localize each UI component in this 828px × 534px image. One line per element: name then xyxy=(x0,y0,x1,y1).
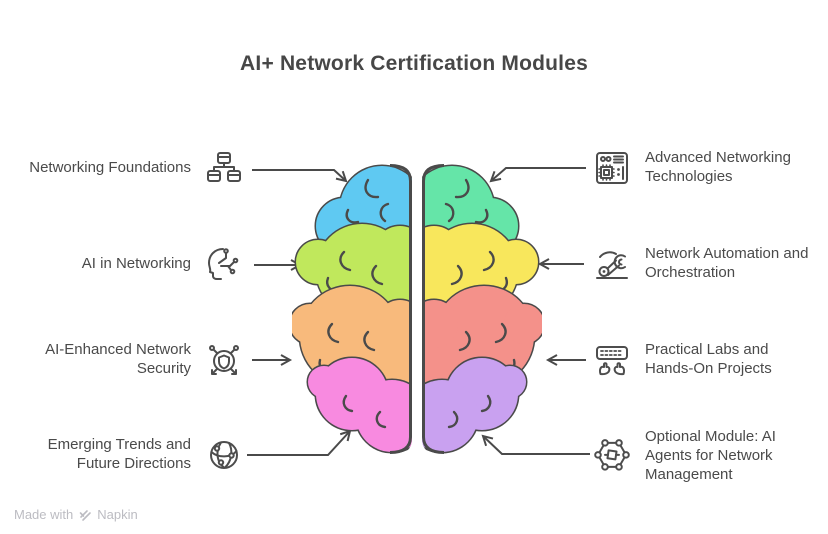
napkin-logo-icon xyxy=(79,509,92,521)
module-label: Emerging Trends and Future Directions xyxy=(47,436,191,472)
module-row-networking-foundations: Networking Foundations xyxy=(0,148,244,188)
made-with-napkin-credit: Made with Napkin xyxy=(14,507,138,522)
module-label: AI-Enhanced Network Security xyxy=(45,341,191,377)
module-row-optional-module: Optional Module: AI Agents for Network M… xyxy=(592,428,828,484)
module-label: Optional Module: AI Agents for Network M… xyxy=(645,427,776,483)
made-with-text: Made with xyxy=(14,507,74,522)
module-label: Practical Labs and Hands-On Projects xyxy=(645,341,772,377)
robot-arm-icon xyxy=(592,244,632,284)
ai-head-icon xyxy=(204,244,244,284)
brain-left-midline xyxy=(389,164,412,454)
network-topology-icon xyxy=(204,148,244,188)
module-row-network-automation: Network Automation and Orchestration xyxy=(592,244,828,284)
hex-network-icon xyxy=(592,436,632,476)
module-row-ai-enhanced-security: AI-Enhanced Network Security xyxy=(0,340,244,380)
security-network-icon xyxy=(204,340,244,380)
module-row-emerging-trends: Emerging Trends and Future Directions xyxy=(0,435,244,475)
brain-right-hemisphere xyxy=(422,164,542,454)
keyboard-hands-icon xyxy=(592,340,632,380)
module-label: AI in Networking xyxy=(81,254,191,272)
globe-network-icon xyxy=(204,435,244,475)
module-row-advanced-networking: Advanced Networking Technologies xyxy=(592,148,828,188)
module-label: Advanced Networking Technologies xyxy=(645,149,791,185)
module-row-ai-in-networking: AI in Networking xyxy=(0,244,244,284)
brain-region-right-lower xyxy=(422,284,542,398)
page-title: AI+ Network Certification Modules xyxy=(240,52,588,75)
brain-illustration xyxy=(292,164,542,454)
module-row-practical-labs: Practical Labs and Hands-On Projects xyxy=(592,340,828,380)
module-label: Networking Foundations xyxy=(29,158,191,176)
napkin-brand-text: Napkin xyxy=(97,507,138,522)
circuit-board-icon xyxy=(592,148,632,188)
brain-right-midline xyxy=(422,164,445,454)
module-label: Network Automation and Orchestration xyxy=(645,245,809,281)
brain-left-hemisphere xyxy=(292,164,412,454)
